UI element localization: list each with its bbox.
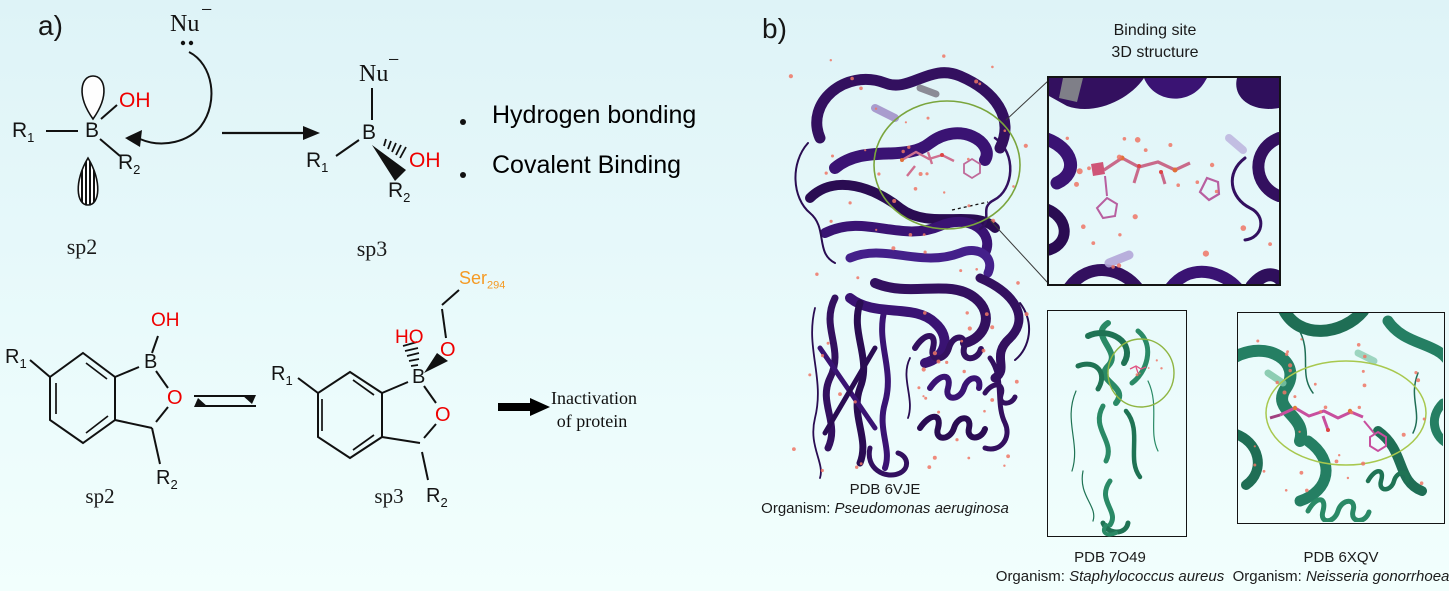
top-oxygen-label: O (440, 339, 456, 361)
solid-wedge-bond (424, 353, 448, 373)
bullet-item: Hydrogen bonding (492, 101, 697, 129)
organism-caption: Organism: Pseudomonas aeruginosa (761, 499, 1009, 517)
structure-caption-6xqv: PDB 6XQV Organism: Neisseria gonorrhoea (1233, 549, 1449, 587)
ligand-sticks (900, 150, 981, 180)
water-dots (1253, 338, 1426, 493)
structure-caption-6vje: PDB 6VJE Organism: Pseudomonas aeruginos… (761, 481, 1009, 519)
water-dots (1065, 136, 1272, 269)
sp3-boron-skeleton (335, 88, 373, 157)
r2-label: R2 (388, 179, 411, 206)
empty-p-orbital-icon (81, 75, 105, 121)
ribbon-strokes (794, 67, 1031, 479)
organism-caption: Organism: Staphylococcus aureus (995, 567, 1225, 585)
r2-label: R2 (156, 467, 178, 492)
ligand-sticks (1129, 365, 1147, 374)
protein-ribbon-6xqv (1238, 313, 1443, 522)
organism-caption: Organism: Neisseria gonorrhoea (1232, 567, 1449, 585)
filled-orbital-icon (77, 156, 99, 206)
pdb-id-caption: PDB 6XQV (1303, 549, 1379, 566)
nu-lone-pair-dots (180, 40, 194, 46)
protein-box-6xqv (1237, 312, 1445, 524)
pdb-id-caption: PDB 7O49 (1074, 549, 1146, 566)
protein-box-7o49 (1047, 310, 1187, 537)
hashed-wedge-bond (402, 341, 420, 367)
outcome-caption-line1: Inactivation (551, 388, 637, 408)
r2-label: R2 (426, 485, 448, 510)
water-dots (1135, 359, 1163, 377)
benzoxaborole-sp2-skeleton (29, 335, 169, 465)
sp2-boron-skeleton (46, 104, 121, 157)
binding-site-ellipse (1107, 338, 1175, 408)
benzoxaborole-sp3-skeleton (297, 289, 460, 481)
inset-title: Binding site 3D structure (1111, 20, 1198, 63)
binding-site-inset-box (1047, 76, 1281, 286)
hydroxyl-label: HO (395, 327, 424, 348)
scheme2-graphics (29, 289, 550, 481)
hydroxyl-label: OH (409, 149, 441, 172)
curved-electron-arrow (125, 51, 213, 147)
r1-label: R1 (12, 119, 35, 146)
hashed-wedge-bond (383, 138, 407, 159)
bullet-dot (460, 119, 466, 125)
hydroxyl-label: OH (119, 89, 151, 112)
sp3-state-label: sp3 (374, 484, 404, 508)
ring-oxygen-label: O (167, 387, 183, 409)
scheme1-graphics (46, 40, 407, 206)
protein-ribbon-7o49 (1070, 320, 1175, 537)
boron-label: B (362, 121, 377, 144)
r1-label: R1 (271, 363, 293, 388)
ligand-sticks (1091, 155, 1221, 220)
sp3-state-label: sp3 (356, 236, 388, 261)
hydroxyl-label: OH (151, 310, 180, 331)
ser294-label: Ser294 (459, 268, 506, 292)
panel-b-label: b) (762, 13, 787, 44)
r2-label: R2 (118, 151, 141, 178)
reaction-arrow (222, 126, 320, 140)
protein-ribbon-6vje (788, 54, 1031, 479)
boron-label: B (144, 351, 158, 373)
ring-oxygen-label: O (435, 404, 451, 426)
pdb-id-caption: PDB 6VJE (849, 481, 921, 498)
nu-label: Nu (359, 61, 389, 87)
structure-caption-7o49: PDB 7O49 Organism: Staphylococcus aureus (996, 549, 1224, 587)
inset-title-line1: Binding site (1113, 22, 1197, 39)
solid-wedge-bond (372, 145, 406, 181)
boron-label: B (412, 366, 426, 388)
ribbon-strokes (1238, 313, 1443, 522)
bullet-dot (460, 172, 466, 178)
nu-label: Nu (170, 11, 200, 37)
sp2-state-label: sp2 (85, 484, 115, 508)
outcome-caption-line2: of protein (556, 411, 628, 431)
ligand-sticks (1269, 405, 1387, 453)
panel-a-label: a) (38, 10, 63, 41)
ribbon-strokes (1049, 78, 1279, 284)
minus-charge: − (201, 0, 213, 21)
binding-site-inset-render (1049, 78, 1279, 284)
binding-site-ellipse (1265, 360, 1427, 466)
sp2-state-label: sp2 (66, 234, 98, 259)
minus-charge: − (388, 49, 400, 71)
bold-arrow (498, 398, 550, 416)
water-dots (788, 54, 1029, 473)
inset-title-line2: 3D structure (1111, 43, 1199, 61)
bullet-item: Covalent Binding (492, 151, 682, 179)
equilibrium-arrows (194, 395, 256, 407)
r1-label: R1 (306, 149, 329, 176)
ribbon-strokes (1070, 320, 1159, 537)
r1-label: R1 (5, 346, 27, 371)
boron-label: B (85, 119, 100, 142)
binding-site-ellipse (873, 100, 1021, 230)
